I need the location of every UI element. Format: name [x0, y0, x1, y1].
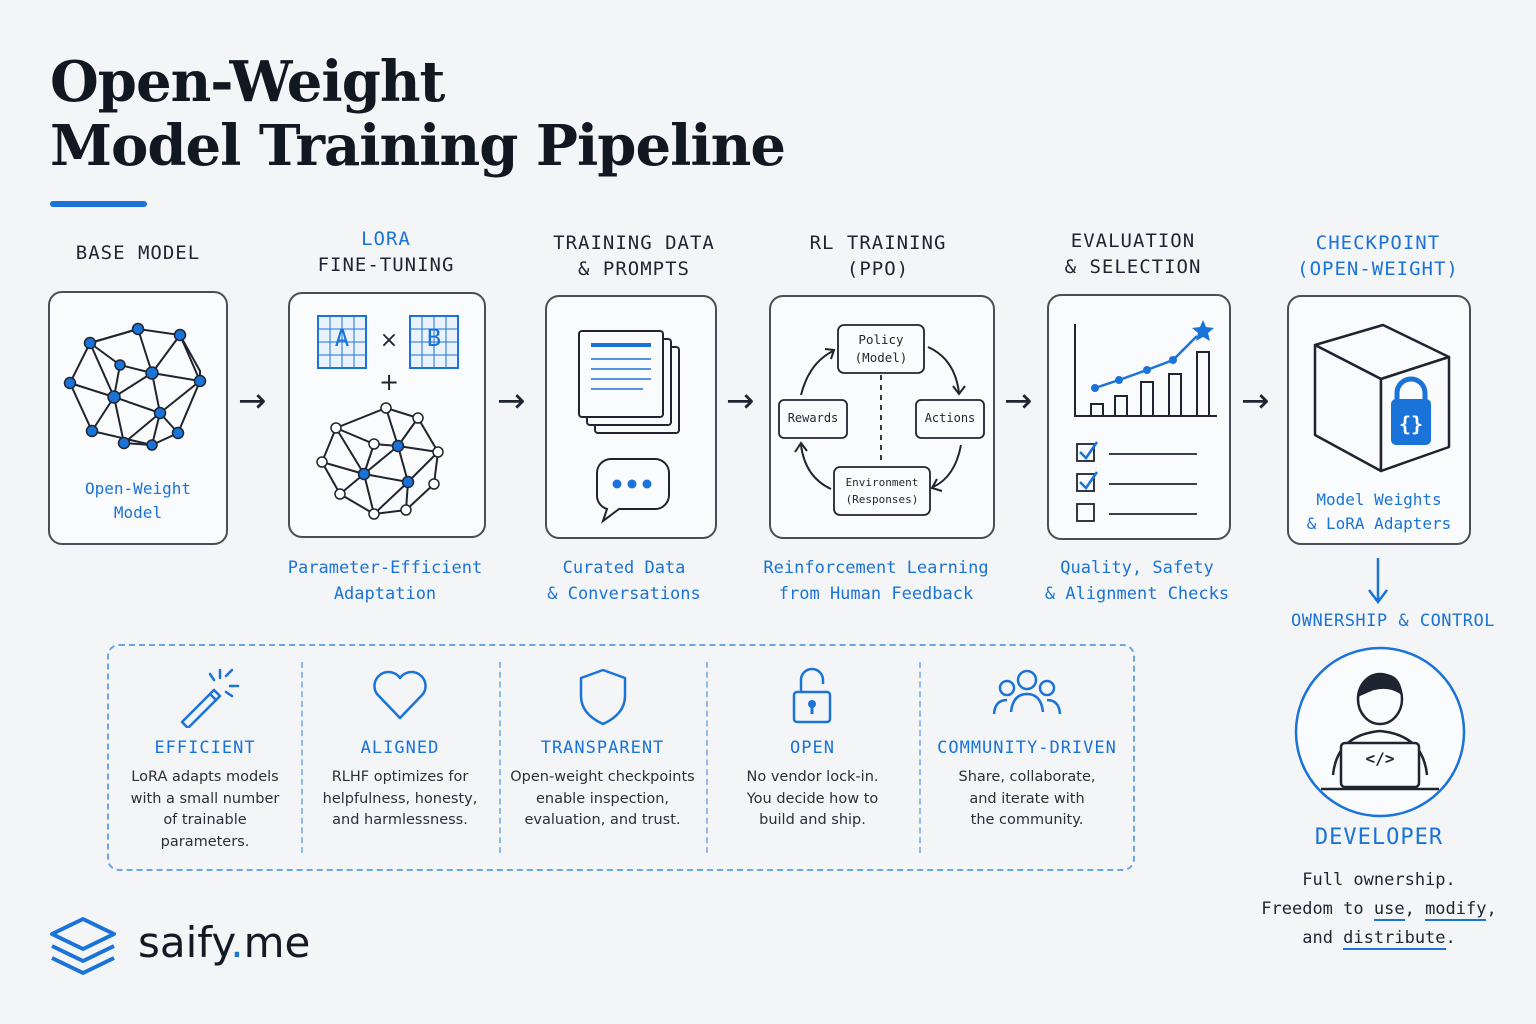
training-data-caption: Curated Data & Conversations: [547, 558, 701, 604]
evaluation-caption: Quality, Safety & Alignment Checks: [1044, 558, 1230, 604]
stage-label-training-data: Training Data & Prompts: [553, 232, 715, 280]
stage-label-base-model: Base Model: [75, 242, 201, 264]
modify-word: modify: [1425, 899, 1487, 921]
evaluation-chart-checklist-icon: [1074, 320, 1217, 522]
plus-sign: +: [378, 368, 400, 396]
stage-label-lora: LoRA Fine-Tuning: [317, 228, 455, 276]
feature-divider: [919, 662, 921, 853]
rl-loop-diagram: [778, 324, 985, 516]
brand-wordmark: saify.me: [138, 918, 311, 967]
arrow-right-icon: →: [1241, 381, 1270, 421]
people-group-icon: [992, 669, 1062, 715]
unlocked-padlock-icon: [792, 667, 831, 724]
feature-community-driven: COMMUNITY-DRIVEN Share, collaborate, and…: [919, 646, 1135, 869]
arrow-down-icon: [1368, 558, 1388, 605]
stage-label-rl-training: RL Training (PPO): [809, 232, 947, 280]
title-line-1: Open-Weight: [50, 49, 445, 115]
rl-training-caption: Reinforcement Learning from Human Feedba…: [763, 558, 989, 604]
title-underline: [50, 201, 147, 207]
card-base-model: Open-Weight Model: [48, 291, 228, 545]
feature-transparent: TRANSPARENT Open-weight checkpoints enab…: [499, 646, 706, 869]
feature-divider: [499, 662, 501, 853]
card-training-data: [545, 295, 717, 539]
multiply-sign: ×: [379, 328, 399, 353]
magic-wand-icon: [180, 668, 240, 728]
feature-efficient: EFFICIENT LoRA adapts models with a smal…: [109, 646, 301, 869]
developer-label: DEVELOPER: [1314, 825, 1444, 850]
rewards-node: Rewards: [787, 411, 839, 425]
use-word: use: [1373, 899, 1405, 921]
card-rl-training: Policy (Model) Actions Environment (Resp…: [769, 295, 995, 539]
feature-open: OPEN No vendor lock-in. You decide how t…: [706, 646, 919, 869]
locked-cube-icon: {}: [1313, 323, 1451, 473]
actions-node: Actions: [924, 411, 976, 425]
arrow-right-icon: →: [497, 381, 526, 421]
matrix-a-label: A: [334, 324, 350, 352]
ownership-label: OWNERSHIP & CONTROL: [1291, 611, 1495, 631]
card-lora: A B × +: [288, 292, 486, 538]
feature-aligned: ALIGNED RLHF optimizes for helpfulness, …: [301, 646, 499, 869]
lora-matrices-icon: [316, 315, 459, 520]
distribute-word: distribute: [1343, 928, 1446, 950]
card-checkpoint: {} Model Weights & LoRA Adapters: [1287, 295, 1471, 545]
stage-label-evaluation: Evaluation & Selection: [1064, 230, 1202, 278]
matrix-b-label: B: [426, 324, 442, 352]
feature-divider: [706, 662, 708, 853]
shield-icon: [579, 668, 626, 726]
arrow-right-icon: →: [238, 381, 267, 421]
feature-divider: [301, 662, 303, 853]
base-model-caption: Open-Weight Model: [85, 479, 191, 522]
documents-and-chat-icon: [578, 330, 680, 524]
heart-icon: [373, 670, 427, 720]
checkpoint-caption: Model Weights & LoRA Adapters: [1306, 490, 1452, 533]
lora-caption: Parameter-Efficient Adaptation: [287, 558, 483, 604]
svg-text:{}: {}: [1399, 412, 1423, 436]
code-glyph: </>: [1365, 749, 1395, 768]
features-panel: EFFICIENT LoRA adapts models with a smal…: [107, 644, 1135, 871]
policy-node: Policy (Model): [854, 332, 908, 365]
stage-label-checkpoint: Checkpoint (Open-Weight): [1297, 232, 1459, 280]
arrow-right-icon: →: [1004, 381, 1033, 421]
developer-avatar-icon: [1294, 646, 1466, 818]
environment-node: Environment (Responses): [845, 476, 919, 506]
developer-description: Full ownership. Freedom to use, modify, …: [1261, 870, 1497, 950]
page-title: Open-Weight Model Training Pipeline: [50, 49, 786, 179]
layers-logo-icon: [50, 917, 116, 975]
neural-network-icon: [63, 322, 207, 451]
title-line-2: Model Training Pipeline: [50, 113, 786, 179]
card-evaluation: [1047, 294, 1231, 540]
arrow-right-icon: →: [726, 381, 755, 421]
